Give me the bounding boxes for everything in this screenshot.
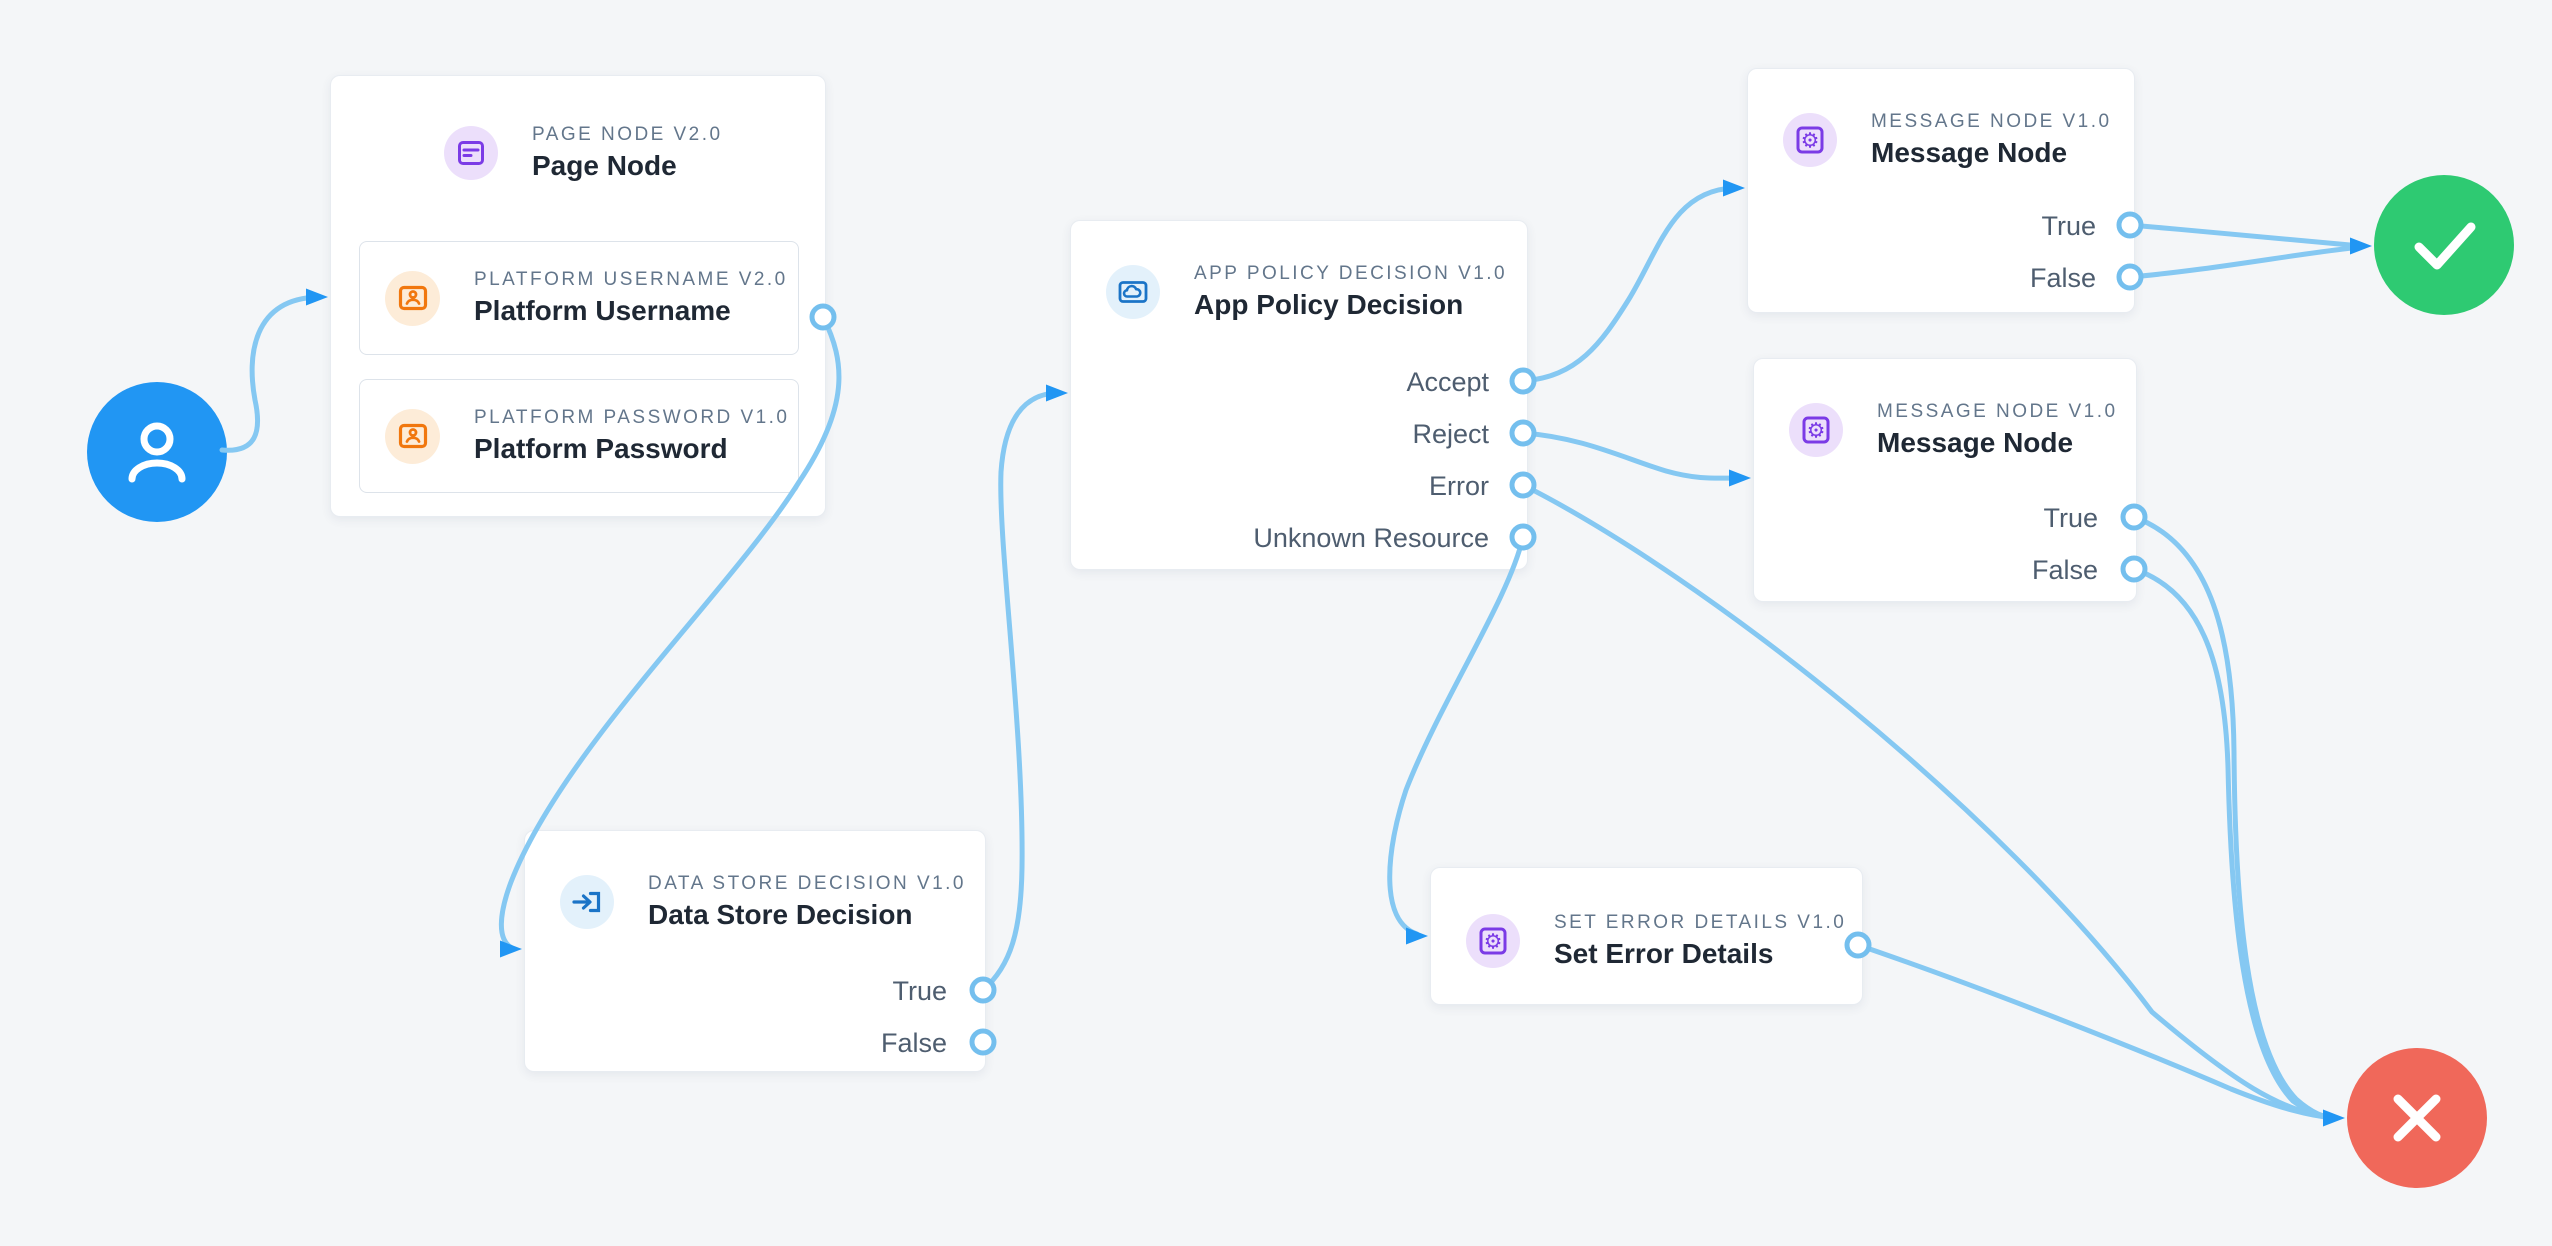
node-title: Set Error Details (1554, 938, 1774, 969)
output-label-error: Error (1429, 471, 1489, 501)
sign-in-icon (560, 875, 614, 929)
edge-set-error-to-failure[interactable] (1855, 942, 2337, 1121)
node-type-label: DATA STORE DECISION V1.0 (648, 873, 966, 894)
node-header: ⚙ MESSAGE NODE V1.0 Message Node (1754, 359, 2136, 461)
id-card-icon (385, 270, 440, 326)
node-header: ⚙ MESSAGE NODE V1.0 Message Node (1748, 69, 2134, 171)
edge-message-top-false-to-success[interactable] (2127, 244, 2364, 280)
success-node[interactable] (2374, 175, 2514, 315)
node-card-set-error-details[interactable]: ⚙ SET ERROR DETAILS V1.0 Set Error Detai… (1430, 867, 1863, 1005)
check-icon (2414, 222, 2476, 270)
edge-data-store-true-to-app-policy[interactable] (980, 390, 1060, 993)
edge-accept-to-message-top[interactable] (1520, 185, 1737, 384)
output-label-unknown-resource: Unknown Resource (1253, 523, 1489, 553)
output-label-accept: Accept (1406, 367, 1489, 397)
node-card-message-node-top[interactable]: ⚙ MESSAGE NODE V1.0 Message Node True Fa… (1747, 68, 2135, 313)
output-label-true: True (2041, 211, 2096, 241)
edge-platform-username-to-data-store[interactable] (498, 314, 842, 951)
gear-icon: ⚙ (1466, 914, 1520, 968)
edge-unknown-resource-to-set-error[interactable] (1387, 534, 1526, 937)
node-title: Page Node (532, 150, 677, 181)
node-header: DATA STORE DECISION V1.0 Data Store Deci… (525, 831, 985, 933)
node-header: APP POLICY DECISION V1.0 App Policy Deci… (1071, 221, 1527, 323)
start-node[interactable] (87, 382, 227, 522)
subnode-type-label: PLATFORM USERNAME V2.0 (474, 269, 788, 290)
edge-start-to-page-node[interactable] (219, 294, 321, 453)
failure-node[interactable] (2347, 1048, 2487, 1188)
output-label-reject: Reject (1412, 419, 1489, 449)
node-title: Message Node (1877, 427, 2074, 458)
node-card-page-node[interactable]: PAGE NODE V2.0 Page Node PLATFORM USERNA… (330, 75, 826, 517)
edge-message-top-true-to-success[interactable] (2127, 222, 2364, 249)
x-icon (2393, 1094, 2441, 1142)
node-type-label: MESSAGE NODE V1.0 (1877, 401, 2118, 422)
node-title: Data Store Decision (648, 899, 913, 930)
gear-icon: ⚙ (1783, 113, 1837, 167)
form-icon (444, 126, 498, 180)
svg-text:⚙: ⚙ (1801, 129, 1820, 153)
node-type-label: SET ERROR DETAILS V1.0 (1554, 912, 1847, 933)
edge-reject-to-message-bottom[interactable] (1520, 430, 1743, 481)
node-type-label: MESSAGE NODE V1.0 (1871, 111, 2112, 132)
node-type-label: PAGE NODE V2.0 (532, 124, 723, 145)
node-title: Message Node (1871, 137, 2068, 168)
gear-icon: ⚙ (1789, 403, 1843, 457)
subnode-title: Platform Password (474, 433, 728, 464)
output-label-true: True (892, 976, 947, 1006)
output-label-false: False (2031, 555, 2098, 585)
output-label-true: True (2043, 503, 2098, 533)
edge-error-to-failure[interactable] (1520, 482, 2337, 1121)
subnode-card-platform-password[interactable]: PLATFORM PASSWORD V1.0 Platform Password (359, 379, 799, 493)
node-header: ⚙ SET ERROR DETAILS V1.0 Set Error Detai… (1431, 868, 1862, 972)
node-card-app-policy-decision[interactable]: APP POLICY DECISION V1.0 App Policy Deci… (1070, 220, 1528, 570)
user-icon (128, 422, 186, 483)
node-header: PAGE NODE V2.0 Page Node (331, 76, 825, 184)
subnode-card-platform-username[interactable]: PLATFORM USERNAME V2.0 Platform Username (359, 241, 799, 355)
svg-text:⚙: ⚙ (1807, 419, 1826, 443)
subnode-title: Platform Username (474, 295, 731, 326)
id-card-icon (385, 408, 440, 464)
output-label-false: False (880, 1028, 947, 1058)
svg-text:⚙: ⚙ (1484, 930, 1503, 954)
subnode-type-label: PLATFORM PASSWORD V1.0 (474, 407, 790, 428)
edge-message-bottom-false-to-failure[interactable] (2131, 566, 2337, 1121)
cloud-icon (1106, 265, 1160, 319)
edge-message-bottom-true-to-failure[interactable] (2131, 514, 2337, 1121)
node-card-message-node-bottom[interactable]: ⚙ MESSAGE NODE V1.0 Message Node True Fa… (1753, 358, 2137, 602)
node-card-data-store-decision[interactable]: DATA STORE DECISION V1.0 Data Store Deci… (524, 830, 986, 1072)
node-title: App Policy Decision (1194, 289, 1464, 320)
node-type-label: APP POLICY DECISION V1.0 (1194, 263, 1508, 284)
output-label-false: False (2029, 263, 2096, 293)
